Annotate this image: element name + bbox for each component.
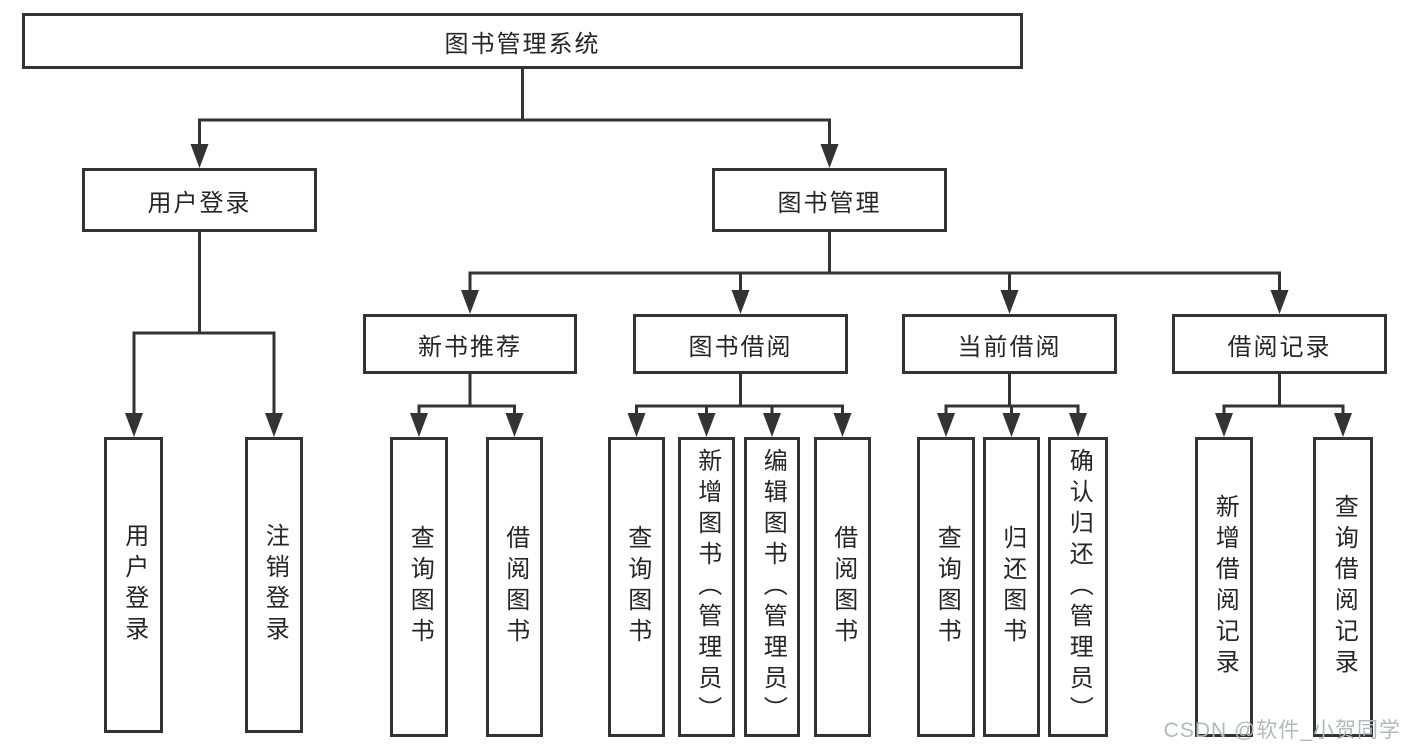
leaf-borrow-edit-books-admin: 编辑图书（管理员） — [744, 437, 800, 737]
leaf-records-add-record-label: 新增借阅记录 — [1211, 494, 1239, 680]
leaf-user-login-label: 用户登录 — [120, 523, 148, 647]
node-new-book-recommend: 新书推荐 — [363, 314, 577, 374]
node-root: 图书管理系统 — [22, 13, 1023, 69]
node-current-borrow: 当前借阅 — [902, 314, 1117, 374]
leaf-current-query-books-label: 查询图书 — [933, 525, 961, 649]
leaf-recommend-query-books: 查询图书 — [390, 437, 448, 737]
node-current-borrow-label: 当前借阅 — [957, 333, 1062, 361]
leaf-borrow-query-books-label: 查询图书 — [623, 525, 651, 649]
leaf-current-confirm-return-admin-label: 确认归还（管理员） — [1065, 447, 1093, 727]
leaf-logout-label: 注销登录 — [261, 523, 289, 647]
csdn-watermark: CSDN @软件_小贺同学 — [1163, 719, 1401, 742]
node-borrow-records: 借阅记录 — [1172, 314, 1387, 374]
leaf-current-return-books: 归还图书 — [983, 437, 1040, 737]
node-user-login-label: 用户登录 — [147, 189, 252, 217]
leaf-user-login: 用户登录 — [104, 437, 163, 733]
leaf-recommend-query-books-label: 查询图书 — [406, 525, 434, 649]
leaf-borrow-borrow-books-label: 借阅图书 — [829, 525, 857, 649]
leaf-borrow-add-books-admin: 新增图书（管理员） — [678, 437, 735, 737]
leaf-recommend-borrow-books-label: 借阅图书 — [501, 525, 529, 649]
leaf-borrow-borrow-books: 借阅图书 — [814, 437, 871, 737]
leaf-records-add-record: 新增借阅记录 — [1195, 437, 1253, 737]
leaf-current-return-books-label: 归还图书 — [998, 525, 1026, 649]
node-book-management: 图书管理 — [712, 168, 947, 232]
leaf-current-confirm-return-admin: 确认归还（管理员） — [1048, 437, 1108, 737]
node-book-management-label: 图书管理 — [777, 189, 882, 217]
leaf-borrow-edit-books-admin-label: 编辑图书（管理员） — [759, 447, 787, 727]
node-root-label: 图书管理系统 — [444, 30, 601, 58]
leaf-borrow-add-books-admin-label: 新增图书（管理员） — [693, 447, 721, 727]
leaf-recommend-borrow-books: 借阅图书 — [486, 437, 543, 737]
node-book-borrow-label: 图书借阅 — [688, 333, 793, 361]
arrowheads — [125, 144, 1352, 437]
leaf-logout: 注销登录 — [245, 437, 303, 733]
node-borrow-records-label: 借阅记录 — [1227, 333, 1332, 361]
leaf-current-query-books: 查询图书 — [917, 437, 975, 737]
leaf-records-query-record-label: 查询借阅记录 — [1330, 494, 1358, 680]
leaf-borrow-query-books: 查询图书 — [608, 437, 665, 737]
node-user-login: 用户登录 — [82, 168, 317, 232]
node-new-book-recommend-label: 新书推荐 — [418, 333, 522, 361]
leaf-records-query-record: 查询借阅记录 — [1313, 437, 1373, 737]
node-book-borrow: 图书借阅 — [633, 314, 848, 374]
